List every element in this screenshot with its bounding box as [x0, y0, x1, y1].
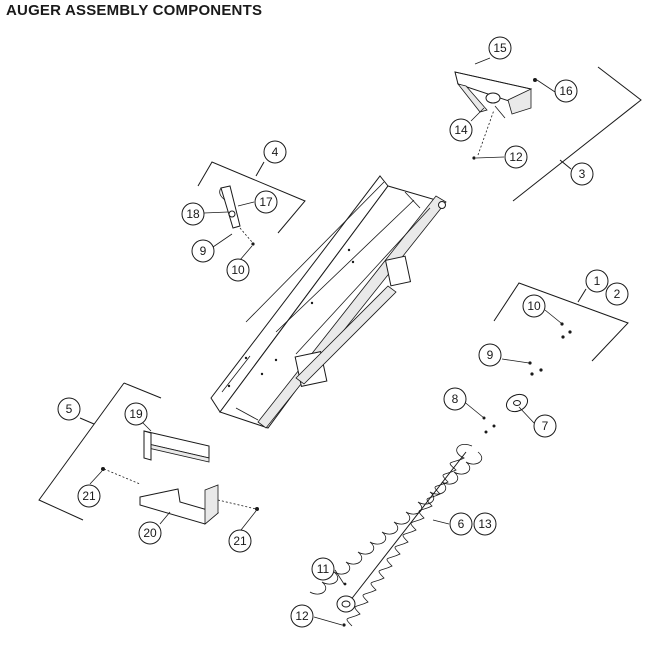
callout-17: 17	[254, 190, 278, 214]
group-5-bracket	[38, 382, 162, 521]
callout-6: 6	[449, 512, 473, 536]
callout-10-right: 10	[522, 294, 546, 318]
auger-tube-housing	[210, 175, 447, 429]
svg-text:14: 14	[454, 123, 468, 137]
callout-10-left: 10	[226, 258, 250, 282]
callout-11: 11	[311, 557, 335, 581]
svg-text:9: 9	[200, 244, 207, 258]
svg-text:10: 10	[527, 299, 541, 313]
callout-13: 13	[473, 512, 497, 536]
svg-text:21: 21	[233, 534, 247, 548]
svg-text:16: 16	[559, 84, 573, 98]
svg-text:6: 6	[458, 517, 465, 531]
group-3-bracket	[512, 66, 642, 202]
svg-text:10: 10	[231, 263, 245, 277]
svg-text:9: 9	[487, 348, 494, 362]
callout-21-right: 21	[228, 529, 252, 553]
upper-left-bracket	[219, 185, 255, 246]
end-flange	[482, 393, 529, 434]
svg-text:11: 11	[317, 562, 330, 576]
callout-2: 2	[605, 282, 629, 306]
callout-1: 1	[585, 269, 609, 293]
svg-text:18: 18	[186, 207, 200, 221]
callout-21-left: 21	[77, 484, 101, 508]
callout-9-right: 9	[478, 343, 502, 367]
fastener-dots-right	[528, 322, 572, 376]
callout-8: 8	[443, 387, 467, 411]
callout-15: 15	[488, 36, 512, 60]
svg-text:4: 4	[272, 145, 279, 159]
group-1-2-bracket	[493, 282, 629, 362]
svg-text:3: 3	[579, 167, 586, 181]
auger-flighting	[309, 444, 483, 627]
callout-3: 3	[570, 162, 594, 186]
callout-12-top: 12	[504, 145, 528, 169]
callout-leaders	[89, 57, 562, 626]
svg-text:12: 12	[295, 609, 309, 623]
svg-text:7: 7	[542, 419, 549, 433]
svg-text:13: 13	[478, 517, 492, 531]
svg-text:12: 12	[509, 150, 523, 164]
callout-7: 7	[533, 414, 557, 438]
svg-text:17: 17	[259, 195, 273, 209]
svg-text:8: 8	[452, 392, 459, 406]
callout-19: 19	[124, 402, 148, 426]
svg-text:20: 20	[143, 526, 157, 540]
svg-text:15: 15	[493, 41, 507, 55]
diagram-title: AUGER ASSEMBLY COMPONENTS	[6, 2, 263, 19]
svg-text:21: 21	[82, 489, 96, 503]
callout-5: 5	[57, 397, 81, 421]
callout-12-bottom: 12	[290, 604, 314, 628]
callout-14: 14	[449, 118, 473, 142]
callout-4: 4	[263, 140, 287, 164]
callout-16: 16	[554, 79, 578, 103]
callout-9-left: 9	[191, 239, 215, 263]
svg-text:2: 2	[614, 287, 621, 301]
top-plate-assembly	[454, 71, 537, 160]
group-4-bracket	[197, 161, 306, 234]
callout-20: 20	[138, 521, 162, 545]
svg-text:1: 1	[594, 274, 601, 288]
svg-text:19: 19	[129, 407, 143, 421]
callout-18: 18	[181, 202, 205, 226]
svg-text:5: 5	[66, 402, 73, 416]
lower-left-brackets	[101, 430, 259, 525]
